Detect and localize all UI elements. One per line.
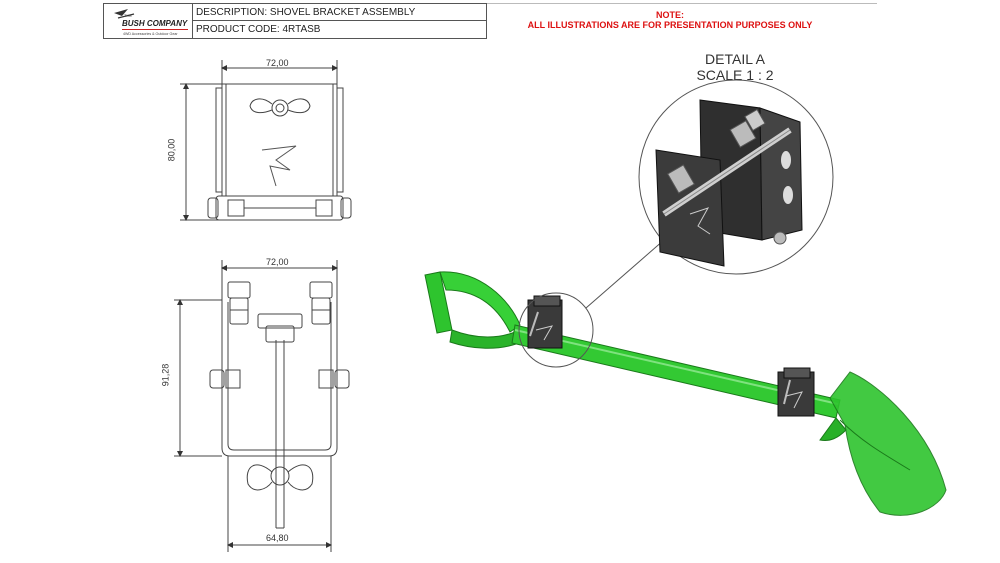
top-view <box>180 60 352 221</box>
front-view-height-dim: 91,28 <box>160 363 171 387</box>
svg-text:THE: THE <box>124 13 132 18</box>
svg-text:4WD Accessories & Outdoor Gear: 4WD Accessories & Outdoor Gear <box>123 32 178 36</box>
product-code-field: PRODUCT CODE: 4RTASB <box>196 24 321 35</box>
front-view-width-dim: 72,00 <box>266 257 289 267</box>
description-field: DESCRIPTION: SHOVEL BRACKET ASSEMBLY <box>193 4 487 21</box>
bracket-near-handle <box>527 295 563 349</box>
top-view-height-dim: 80,00 <box>166 138 177 162</box>
company-logo: THE BUSH COMPANY 4WD Accessories & Outdo… <box>104 4 193 38</box>
presentation-note: NOTE: ALL ILLUSTRATIONS ARE FOR PRESENTA… <box>500 10 840 30</box>
detail-title: DETAIL A <box>705 51 765 67</box>
svg-text:BUSH COMPANY: BUSH COMPANY <box>122 19 188 28</box>
detail-a-view <box>638 79 834 275</box>
bracket-near-blade <box>777 367 815 417</box>
note-heading: NOTE: <box>656 10 684 20</box>
detail-scale: SCALE 1 : 2 <box>696 67 774 83</box>
title-block: THE BUSH COMPANY 4WD Accessories & Outdo… <box>103 3 487 39</box>
top-view-width-dim: 72,00 <box>266 58 289 68</box>
detail-a-label: DETAIL A SCALE 1 : 2 <box>650 51 820 83</box>
shovel-assembly <box>424 239 947 516</box>
front-view-bottom-width-dim: 64,80 <box>266 533 289 543</box>
header-rule <box>487 3 877 4</box>
note-text: ALL ILLUSTRATIONS ARE FOR PRESENTATION P… <box>527 20 813 30</box>
front-view <box>174 260 350 552</box>
